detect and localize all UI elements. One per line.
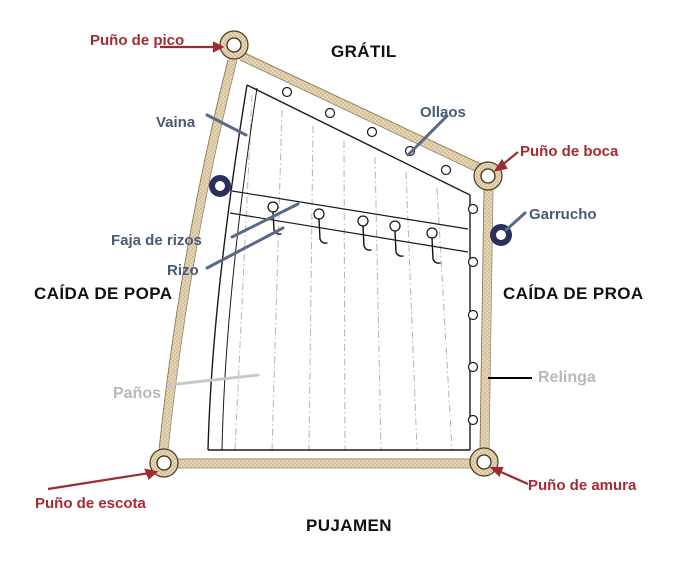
reef-grommet bbox=[267, 201, 279, 213]
corner-label-puno-de-boca: Puño de boca bbox=[520, 143, 619, 160]
leader-lines-red bbox=[47, 41, 529, 491]
leader-lines-blue bbox=[205, 113, 527, 270]
corner-cringle-tack bbox=[469, 447, 499, 477]
bolt-rope bbox=[158, 50, 493, 468]
corner-cringle-clew bbox=[149, 448, 179, 478]
edge-label-gratil: GRÁTIL bbox=[331, 42, 397, 61]
leech-eyelets bbox=[467, 203, 479, 426]
detail-label-garrucho: Garrucho bbox=[529, 206, 597, 223]
sail-slide-right-icon bbox=[490, 224, 512, 246]
sail-body bbox=[208, 85, 470, 450]
leader-faja-de-rizos bbox=[230, 202, 300, 239]
leader-puno-de-escota bbox=[47, 470, 157, 491]
eyelet bbox=[467, 361, 479, 373]
detail-label-rizo: Rizo bbox=[167, 262, 199, 279]
reef-line bbox=[431, 237, 441, 264]
corner-cringle-throat bbox=[473, 161, 503, 191]
reef-line bbox=[272, 211, 282, 235]
eyelet bbox=[467, 309, 479, 321]
leader-panos bbox=[166, 373, 260, 387]
edge-label-caida-de-popa: CAÍDA DE POPA bbox=[34, 284, 173, 303]
reef-line bbox=[394, 230, 404, 257]
detail-label-panos: Paños bbox=[113, 385, 162, 402]
leader-garrucho bbox=[504, 211, 527, 232]
leader-lines-gray bbox=[166, 373, 260, 387]
sail-cut-outline bbox=[207, 84, 471, 451]
luff-tabling-line bbox=[221, 87, 258, 451]
eyelet bbox=[366, 126, 378, 138]
reef-grommet bbox=[389, 220, 401, 232]
sail-panel-seams bbox=[234, 94, 453, 451]
eyelet bbox=[440, 164, 452, 176]
reef-line bbox=[318, 218, 328, 244]
eyelet bbox=[281, 86, 293, 98]
corner-label-puno-de-pico: Puño de pico bbox=[90, 32, 185, 49]
sail-slide-left-icon bbox=[209, 175, 231, 197]
edge-label-caida-de-proa: CAÍDA DE PROA bbox=[503, 284, 644, 303]
eyelet bbox=[467, 414, 479, 426]
eyelet bbox=[467, 256, 479, 268]
detail-label-vaina: Vaina bbox=[156, 114, 196, 131]
reef-grommet bbox=[313, 208, 325, 220]
detail-label-relinga: Relinga bbox=[538, 369, 596, 386]
edge-label-pujamen: PUJAMEN bbox=[306, 516, 392, 535]
leader-vaina bbox=[205, 113, 248, 137]
corner-cringle-peak bbox=[219, 30, 249, 60]
eyelet bbox=[324, 107, 336, 119]
reef-line bbox=[362, 225, 372, 251]
leader-rizo bbox=[205, 226, 285, 270]
reef-grommet bbox=[426, 227, 438, 239]
leader-ollaos bbox=[406, 114, 449, 157]
corner-label-puno-de-amura: Puño de amura bbox=[528, 477, 637, 494]
corner-label-puno-de-escota: Puño de escota bbox=[35, 495, 146, 512]
detail-label-faja-de-rizos: Faja de rizos bbox=[111, 232, 202, 249]
reef-points bbox=[267, 201, 441, 264]
reef-grommet bbox=[357, 215, 369, 227]
eyelet bbox=[467, 203, 479, 215]
detail-label-ollaos: Ollaos bbox=[420, 104, 466, 121]
